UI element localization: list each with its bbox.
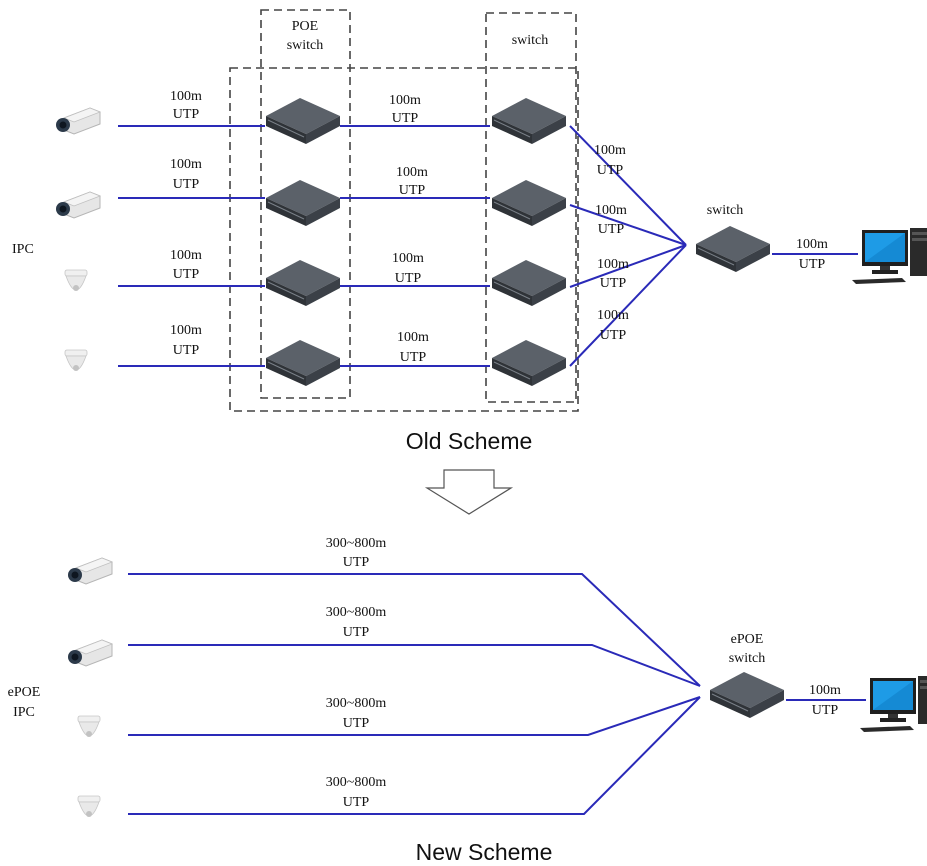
bullet-camera-icon [67,557,113,585]
cable-type-label: UTP [343,716,370,731]
cable-length-label: 100m [597,308,629,323]
bullet-camera-icon [67,639,113,667]
cable-type-label: UTP [395,271,422,286]
new-cable-labels: 300~800m UTP 300~800m UTP 300~800m UTP 3… [326,536,387,810]
cable-type-label: UTP [173,107,200,122]
cable-type-label: UTP [343,795,370,810]
switch-icon [491,339,567,387]
poe-switch-column-box [260,9,351,399]
cable-type-label: UTP [399,183,426,198]
cable-length-label: 100m [809,683,841,698]
cable-type-label: UTP [173,177,200,192]
new-camera-wires [128,573,701,815]
cable-type-label: UTP [173,343,200,358]
dome-camera-icon [64,269,88,292]
poe-to-switch-labels: 100m UTP 100m UTP 100m UTP 100m UTP [389,93,429,365]
cable-length-label: 100m [392,251,424,266]
poe-switch-icon [265,97,341,145]
poe-box-label-line1: POE [292,19,318,34]
core-switch-icon [695,225,771,273]
bullet-camera-icon [55,191,101,219]
old-scheme-caption: Old Scheme [406,428,533,454]
cable-length-label: 100m [170,89,202,104]
cable-length-label: 100m [594,143,626,158]
cable-type-label: UTP [600,276,627,291]
cable-length-label: 100m [597,257,629,272]
cable-length-label: 100m [396,165,428,180]
dome-camera-icon [77,795,101,818]
bullet-camera-icon [55,107,101,135]
switch-icon [491,259,567,307]
old-switch-to-core-wires [569,125,687,367]
dome-camera-icon [77,715,101,738]
cable-type-label: UTP [600,328,627,343]
cable-type-label: UTP [812,703,839,718]
poe-area-box [229,67,579,412]
new-scheme-caption: New Scheme [416,839,553,865]
core-switch-label: switch [707,203,744,218]
cable-length-label: 100m [170,248,202,263]
ipc-label: IPC [12,242,34,257]
cable-length-label: 100m [397,330,429,345]
cable-length-label: 100m [595,203,627,218]
cable-length-label: 100m [389,93,421,108]
cable-type-label: UTP [597,163,624,178]
cable-length-label: 100m [170,157,202,172]
old-poe-to-switch-wires [340,125,490,367]
epoe-switch-label-line1: ePOE [731,632,764,647]
cable-length-label: 300~800m [326,536,387,551]
cable-type-label: UTP [343,625,370,640]
poe-switch-icon [265,179,341,227]
down-arrow-icon [424,469,514,515]
poe-box-label-line2: switch [287,38,324,53]
epoe-switch-label-line2: switch [729,651,766,666]
epoe-switch-icon [709,671,785,719]
cable-type-label: UTP [173,267,200,282]
cable-type-label: UTP [343,555,370,570]
cable-length-label: 300~800m [326,696,387,711]
poe-switch-icon [265,259,341,307]
cable-type-label: UTP [392,111,419,126]
cam-to-poe-labels: 100m UTP 100m UTP 100m UTP 100m UTP [170,89,202,358]
switch-box-label: switch [512,33,549,48]
computer-icon [852,228,927,284]
epoe-ipc-label-line2: IPC [13,705,35,720]
cable-type-label: UTP [400,350,427,365]
cable-length-label: 300~800m [326,775,387,790]
switch-to-core-labels: 100m UTP 100m UTP 100m UTP 100m UTP [594,143,629,343]
old-camera-wires [118,125,265,367]
switch-icon [491,179,567,227]
poe-switch-icon [265,339,341,387]
cable-length-label: 100m [170,323,202,338]
dome-camera-icon [64,349,88,372]
cable-type-label: UTP [598,222,625,237]
epoe-ipc-label-line1: ePOE [8,685,41,700]
switch-icon [491,97,567,145]
cable-length-label: 300~800m [326,605,387,620]
computer-icon [860,676,927,732]
cable-length-label: 100m [796,237,828,252]
switch-column-box [485,12,577,403]
cable-type-label: UTP [799,257,826,272]
